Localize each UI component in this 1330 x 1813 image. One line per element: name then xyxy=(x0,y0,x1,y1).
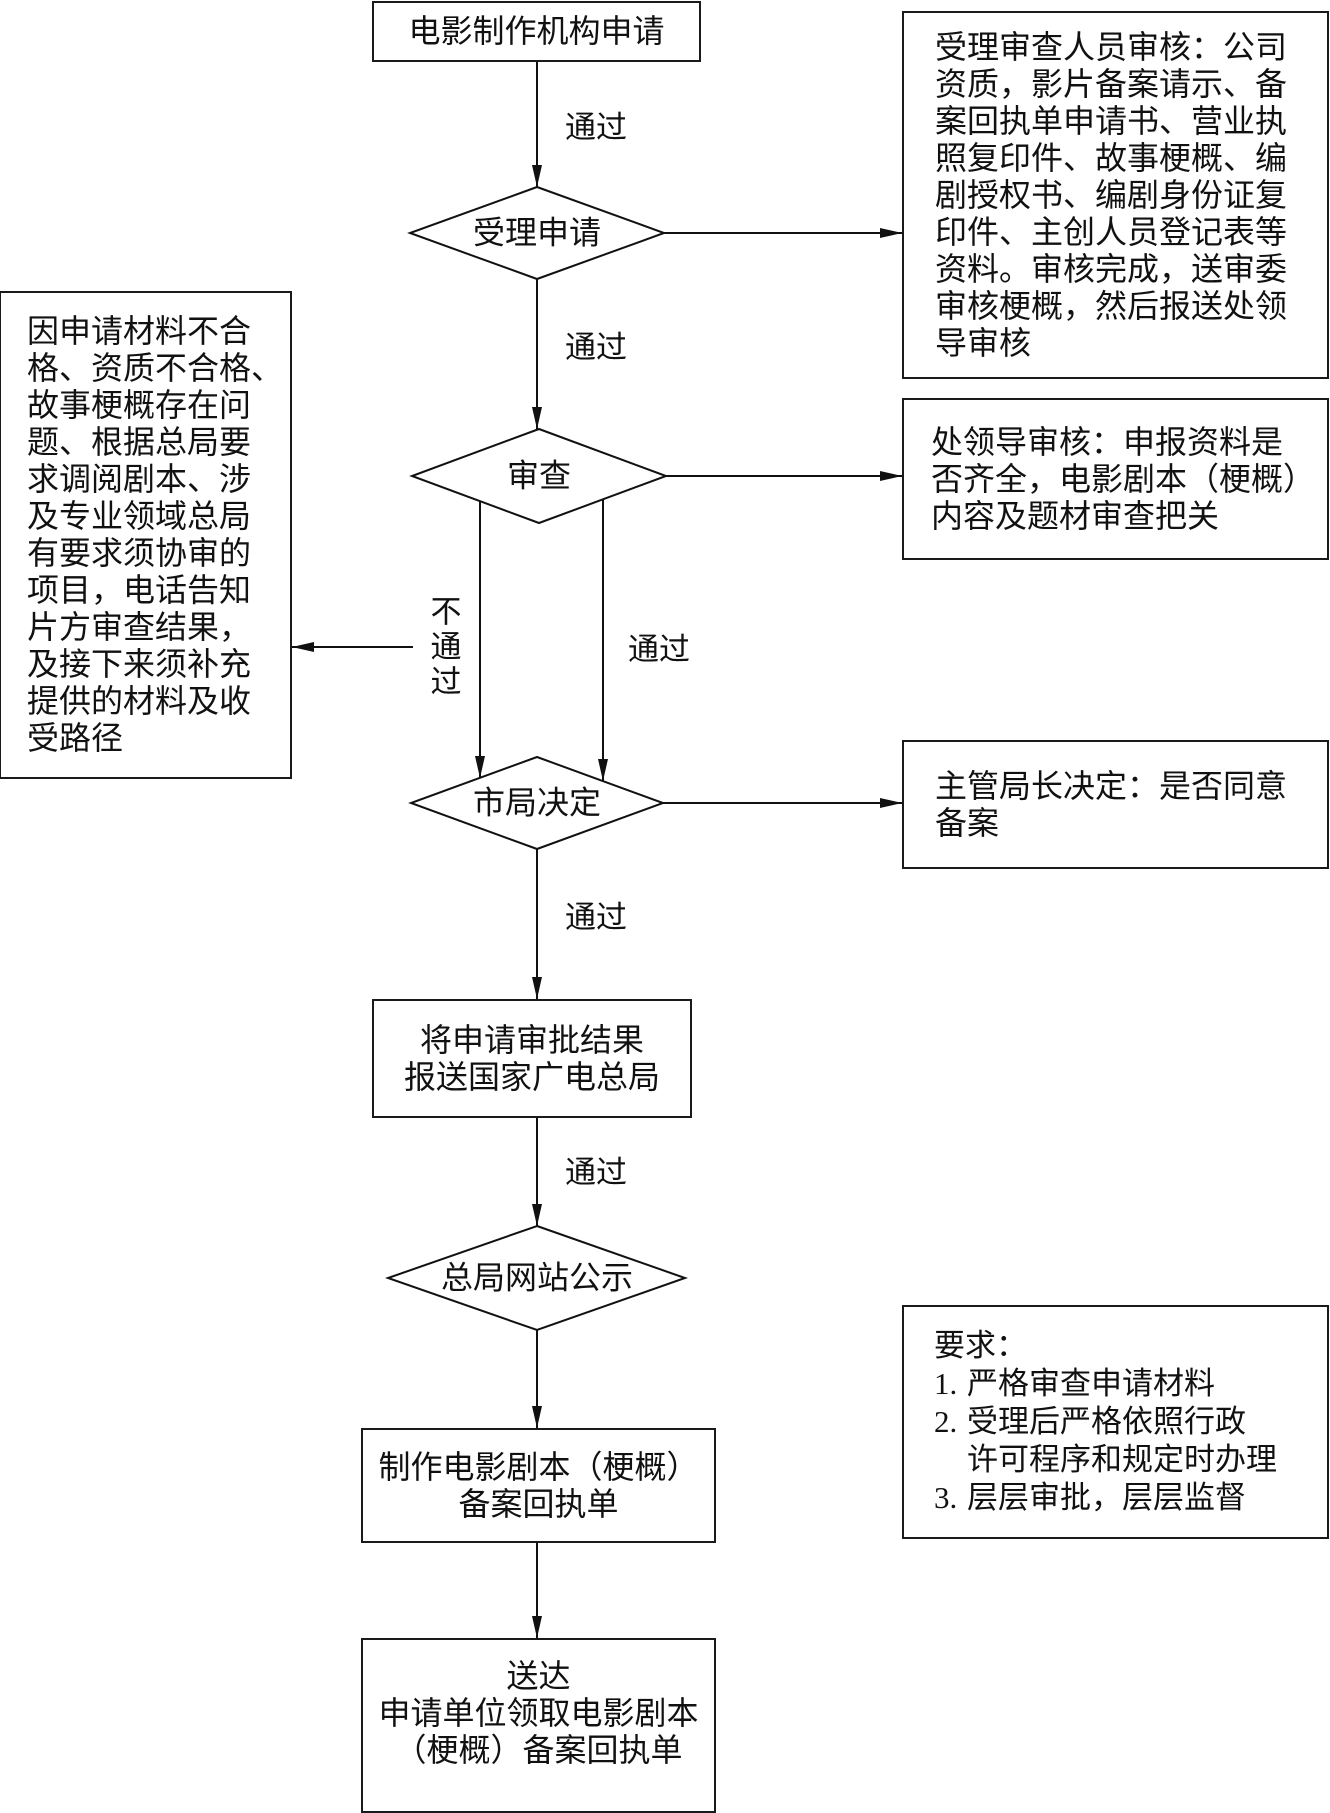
note-line: 格、资质不合格、 xyxy=(27,349,284,387)
note-requirements: 要求： 1. 严格审查申请材料 2. 受理后严格依照行政 许可程序和规定时办理 … xyxy=(902,1305,1329,1539)
node-produce-receipt-line: 备案回执单 xyxy=(458,1484,619,1523)
edge-label-report-to-publicize: 通过 xyxy=(565,1155,627,1191)
edge-label-apply-to-accept: 通过 xyxy=(565,110,627,146)
edge-label-decision-to-report: 通过 xyxy=(565,900,627,936)
requirement-item: 3. 层层审批，层层监督 xyxy=(934,1479,1246,1517)
note-line: 因申请材料不合 xyxy=(27,312,252,350)
edge-label-review-fail: 不 通 过 xyxy=(429,594,463,701)
edge-label-review-pass: 通过 xyxy=(628,632,690,668)
note-director-decision: 主管局长决定：是否同意 备案 xyxy=(902,740,1329,869)
node-produce-receipt-line: 制作电影剧本（梗概） xyxy=(378,1447,699,1486)
note-line: 备案 xyxy=(935,803,1000,842)
note-line: 导审核 xyxy=(935,323,1032,362)
note-line: 审核梗概，然后报送处领 xyxy=(935,286,1288,325)
requirement-text: 受理后严格依照行政 xyxy=(967,1404,1246,1440)
edge-label-review-fail-char: 通 xyxy=(430,629,462,666)
node-report-line: 将申请审批结果 xyxy=(419,1020,644,1059)
note-line: 处领导审核：申报资料是 xyxy=(931,422,1284,461)
note-line: 项目，电话告知 xyxy=(27,571,252,609)
node-deliver-line: 送达 xyxy=(506,1657,571,1695)
note-line: 受理审查人员审核：公司 xyxy=(935,27,1288,66)
note-line: 主管局长决定：是否同意 xyxy=(935,766,1288,805)
note-line: 故事梗概存在问 xyxy=(27,386,252,424)
note-line: 剧授权书、编剧身份证复 xyxy=(935,175,1288,214)
node-report-line: 报送国家广电总局 xyxy=(403,1057,660,1096)
edge-label-accept-to-review: 通过 xyxy=(565,330,627,366)
note-rejection: 因申请材料不合 格、资质不合格、 故事梗概存在问 题、根据总局要 求调阅剧本、涉… xyxy=(0,291,292,779)
node-report: 将申请审批结果 报送国家广电总局 xyxy=(372,999,692,1118)
note-leader-review: 处领导审核：申报资料是 否齐全，电影剧本（梗概） 内容及题材审查把关 xyxy=(902,398,1329,560)
requirement-text: 严格审查申请材料 xyxy=(967,1366,1215,1402)
requirement-item: 1. 严格审查申请材料 xyxy=(934,1365,1215,1403)
requirement-item: 2. 受理后严格依照行政 许可程序和规定时办理 xyxy=(934,1403,1277,1479)
requirement-text: 许可程序和规定时办理 xyxy=(967,1442,1277,1478)
note-line: 受路径 xyxy=(27,719,124,757)
requirement-number: 1. xyxy=(934,1366,958,1401)
note-line: 提供的材料及收 xyxy=(27,682,252,720)
note-line: 内容及题材审查把关 xyxy=(931,496,1220,535)
diamond-city-decision-label: 市局决定 xyxy=(472,783,602,822)
edge-label-review-fail-char: 不 xyxy=(430,594,462,631)
node-apply: 电影制作机构申请 xyxy=(372,1,701,62)
note-line: 题、根据总局要 xyxy=(27,423,252,461)
requirement-number: 3. xyxy=(934,1480,958,1515)
note-acceptance-review: 受理审查人员审核：公司 资质，影片备案请示、备 案回执单申请书、营业执 照复印件… xyxy=(902,11,1329,379)
note-line: 案回执单申请书、营业执 xyxy=(935,101,1288,140)
note-line: 求调阅剧本、涉 xyxy=(27,460,252,498)
diamond-accept-label: 受理申请 xyxy=(472,213,602,252)
note-line: 印件、主创人员登记表等 xyxy=(935,212,1288,251)
node-deliver: 送达 申请单位领取电影剧本 （梗概）备案回执单 xyxy=(361,1638,716,1813)
note-line: 片方审查结果， xyxy=(27,608,252,646)
node-deliver-line: 申请单位领取电影剧本 xyxy=(378,1694,699,1732)
requirement-text: 层层审批，层层监督 xyxy=(967,1480,1246,1516)
diamond-review-label: 审查 xyxy=(506,456,572,495)
node-apply-label: 电影制作机构申请 xyxy=(408,12,665,50)
note-line: 有要求须协审的 xyxy=(27,534,252,572)
note-line: 及专业领域总局 xyxy=(27,497,252,535)
note-line: 及接下来须补充 xyxy=(27,645,252,683)
node-deliver-line: （梗概）备案回执单 xyxy=(394,1731,683,1769)
edge-label-review-fail-char: 过 xyxy=(430,664,462,701)
note-line: 照复印件、故事梗概、编 xyxy=(935,138,1288,177)
requirements-heading: 要求： xyxy=(934,1328,1027,1364)
diamond-publicize-label: 总局网站公示 xyxy=(440,1258,634,1297)
note-line: 资质，影片备案请示、备 xyxy=(935,64,1288,103)
node-produce-receipt: 制作电影剧本（梗概） 备案回执单 xyxy=(361,1428,716,1543)
requirement-number: 2. xyxy=(934,1404,958,1439)
note-line: 否齐全，电影剧本（梗概） xyxy=(931,459,1316,498)
note-line: 资料。审核完成，送审委 xyxy=(935,249,1288,288)
